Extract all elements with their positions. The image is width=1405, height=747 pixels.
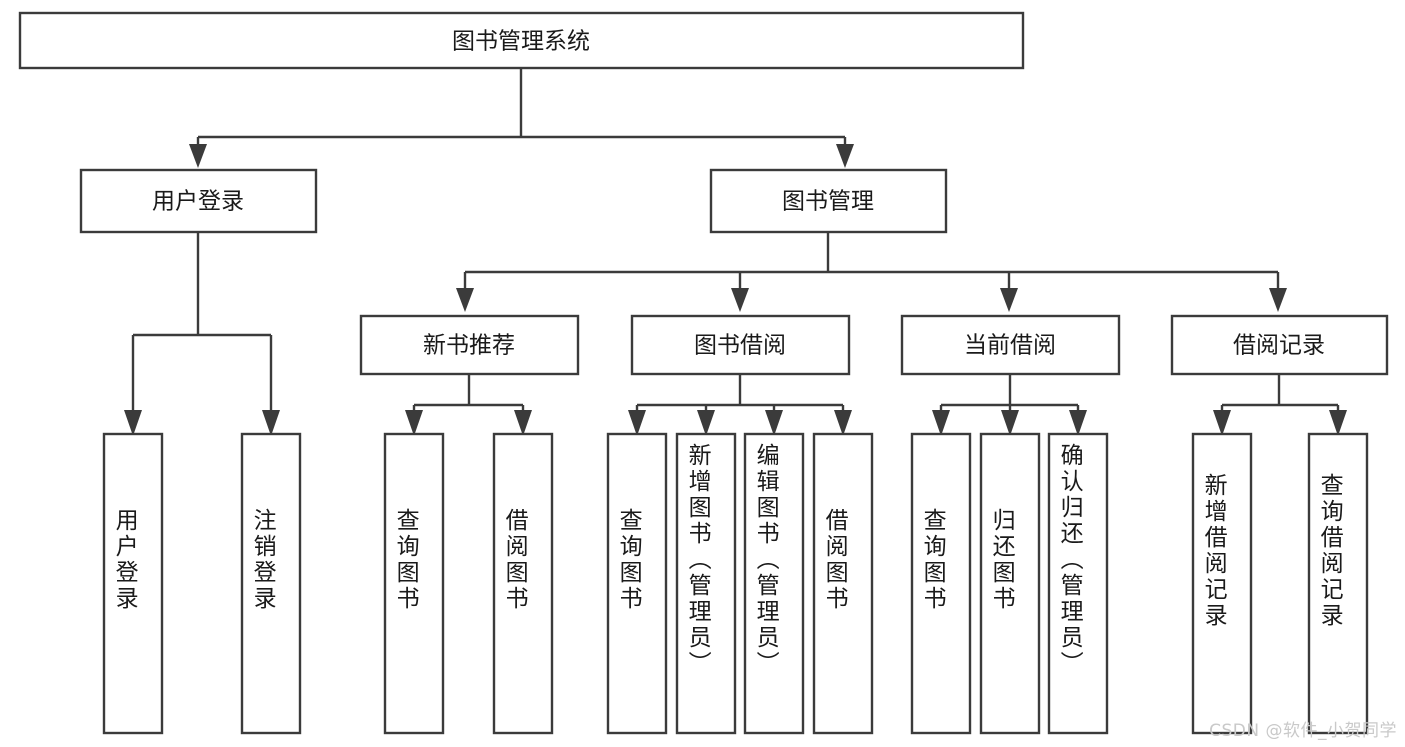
leaf-box-user-login-1[interactable] bbox=[240, 432, 302, 735]
leaf-box-borrow-record-0[interactable] bbox=[1191, 432, 1253, 735]
watermark: CSDN @软件_小贺同学 bbox=[1209, 721, 1397, 741]
leaf-box-user-login-0[interactable] bbox=[102, 432, 164, 735]
arrow-head-icon bbox=[1269, 288, 1287, 312]
leaf-box-new-book-0[interactable] bbox=[383, 432, 445, 735]
connector-book-management-to-level2 bbox=[456, 232, 1287, 312]
arrow-head-icon bbox=[765, 410, 783, 436]
arrow-head-icon bbox=[697, 410, 715, 436]
arrow-head-icon bbox=[456, 288, 474, 312]
node-new-book-recommend[interactable]: 新书推荐 bbox=[359, 314, 580, 376]
arrow-head-icon bbox=[1213, 410, 1231, 436]
connector-root-to-level1 bbox=[189, 68, 854, 168]
connector-book-borrow-to-leaves bbox=[628, 374, 852, 436]
node-current-borrow-label: 当前借阅 bbox=[964, 333, 1056, 359]
node-root-box bbox=[18, 11, 1025, 70]
arrow-head-icon bbox=[1329, 410, 1347, 436]
arrow-head-icon bbox=[1000, 288, 1018, 312]
node-user-login-label: 用户登录 bbox=[152, 189, 244, 215]
leaf-box-new-book-1[interactable] bbox=[492, 432, 554, 735]
node-book-management[interactable]: 图书管理 bbox=[709, 168, 948, 234]
node-book-borrow-label: 图书借阅 bbox=[694, 333, 786, 359]
connector-current-borrow-to-leaves bbox=[932, 374, 1087, 436]
leaf-box-current-borrow-1[interactable] bbox=[979, 432, 1041, 735]
leaf-box-book-borrow-3[interactable] bbox=[812, 432, 874, 735]
connector-user-login-to-leaves bbox=[124, 232, 280, 436]
leaf-box-current-borrow-2[interactable] bbox=[1047, 432, 1109, 735]
node-borrow-record-label: 借阅记录 bbox=[1233, 333, 1325, 359]
node-current-borrow[interactable]: 当前借阅 bbox=[900, 314, 1121, 376]
arrow-head-icon bbox=[262, 410, 280, 436]
arrow-head-icon bbox=[932, 410, 950, 436]
connector-new-book-recommend-to-leaves bbox=[405, 374, 532, 436]
connector-borrow-record-to-leaves bbox=[1213, 374, 1347, 436]
node-borrow-record[interactable]: 借阅记录 bbox=[1170, 314, 1389, 376]
arrow-head-icon bbox=[731, 288, 749, 312]
node-current-borrow-box bbox=[900, 314, 1121, 376]
arrow-head-icon bbox=[1069, 410, 1087, 436]
node-root-label: 图书管理系统 bbox=[452, 29, 590, 55]
leaf-box-borrow-record-1[interactable] bbox=[1307, 432, 1369, 735]
arrow-head-icon bbox=[405, 410, 423, 436]
leaf-box-book-borrow-2[interactable] bbox=[743, 432, 805, 735]
node-book-borrow[interactable]: 图书借阅 bbox=[630, 314, 851, 376]
node-user-login-box bbox=[79, 168, 318, 234]
arrow-head-icon bbox=[124, 410, 142, 436]
arrow-head-icon bbox=[628, 410, 646, 436]
arrow-head-icon bbox=[514, 410, 532, 436]
node-new-book-recommend-label: 新书推荐 bbox=[423, 333, 515, 359]
arrow-head-icon bbox=[834, 410, 852, 436]
arrow-head-icon bbox=[1001, 410, 1019, 436]
leaf-box-current-borrow-0[interactable] bbox=[910, 432, 972, 735]
leaf-box-book-borrow-1[interactable] bbox=[675, 432, 737, 735]
node-user-login[interactable]: 用户登录 bbox=[79, 168, 318, 234]
node-book-management-label: 图书管理 bbox=[782, 189, 874, 215]
arrow-head-icon bbox=[189, 144, 207, 168]
arrow-head-icon bbox=[836, 144, 854, 168]
node-root[interactable]: 图书管理系统 bbox=[18, 11, 1025, 70]
node-new-book-recommend-box bbox=[359, 314, 580, 376]
leaf-box-book-borrow-0[interactable] bbox=[606, 432, 668, 735]
